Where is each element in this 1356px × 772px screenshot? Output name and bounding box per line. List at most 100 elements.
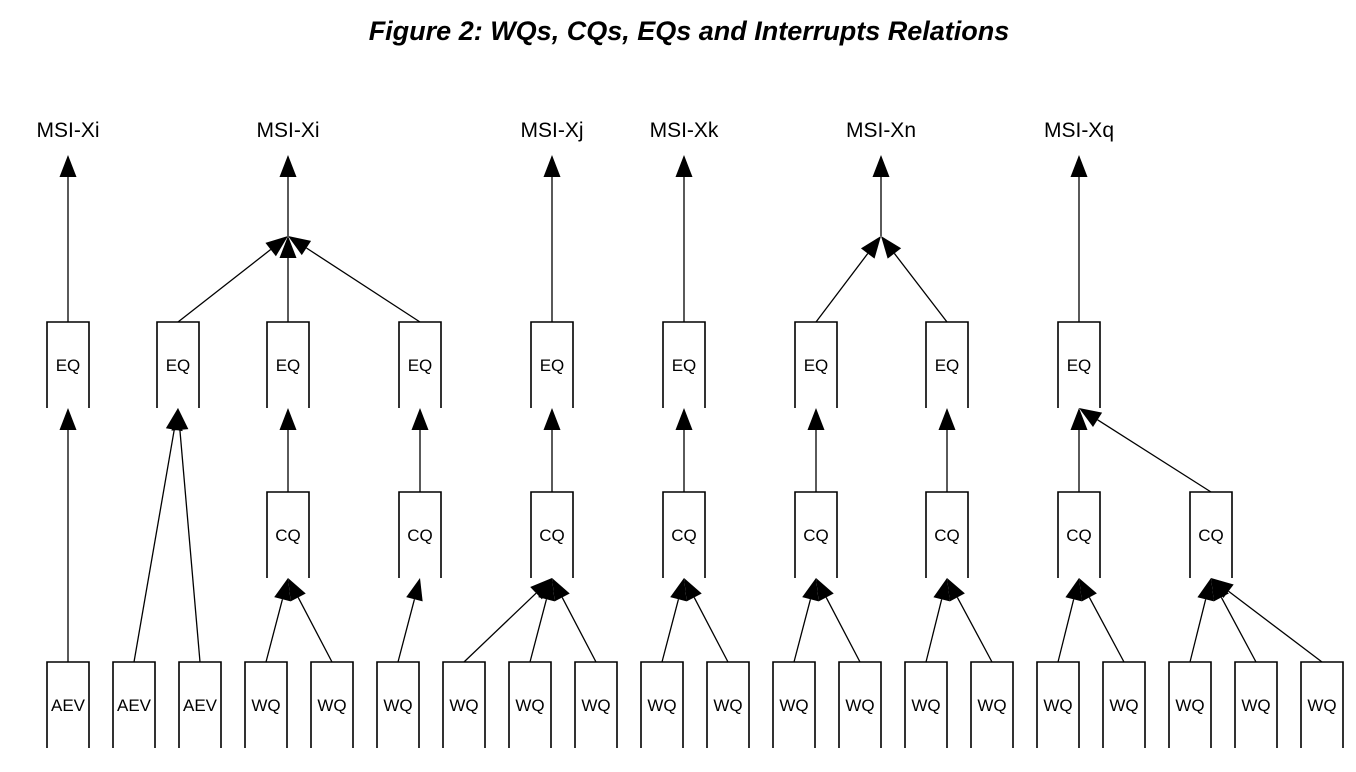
interrupt-i2: MSI-Xj	[521, 119, 584, 142]
cq-to-eq-c6-head	[1070, 408, 1088, 430]
source-s0-label: AEV	[51, 696, 86, 715]
cq-c1-label: CQ	[407, 526, 433, 545]
source-to-queue-s12-head	[816, 578, 834, 602]
source-to-queue-s10-line	[693, 597, 729, 663]
source-to-queue-s3-head	[274, 578, 291, 602]
interrupt-i4: MSI-Xn	[846, 119, 916, 142]
source-to-queue-s11-line	[793, 599, 812, 663]
source-to-queue-s19-head	[1211, 578, 1234, 599]
eq-to-interrupt-e1-head	[265, 236, 288, 257]
eq-to-interrupt-e3-line	[306, 247, 421, 323]
source-to-queue-s5-line	[397, 599, 416, 663]
source-to-queue-s5-head	[406, 578, 423, 602]
interrupt-i0: MSI-Xi	[37, 119, 100, 142]
source-to-queue-s13-line	[925, 599, 943, 663]
source-to-queue-s18-line	[1220, 597, 1257, 663]
source-to-queue-s6-head	[530, 578, 552, 600]
source-s10-label: WQ	[713, 696, 742, 715]
source-to-queue-s16-head	[1079, 578, 1097, 602]
source-s9-label: WQ	[647, 696, 676, 715]
eq-to-interrupt-e2-head	[279, 236, 297, 258]
eq-to-interrupt-e6-line	[815, 253, 869, 323]
source-to-queue-s19-line	[1228, 590, 1323, 663]
source-to-queue-s1-line	[133, 429, 175, 663]
source-s1-label: AEV	[117, 696, 152, 715]
source-to-queue-s0-head	[59, 408, 77, 430]
eq-to-interrupt-e7-line	[893, 253, 948, 323]
source-to-queue-s15-line	[1057, 599, 1075, 663]
eq-to-interrupt-e3-head	[288, 236, 312, 256]
source-to-queue-s2-head	[171, 408, 189, 431]
cq-to-eq-c4-head	[807, 408, 825, 430]
cq-c3-label: CQ	[671, 526, 697, 545]
source-s7-label: WQ	[515, 696, 544, 715]
source-s4-label: WQ	[317, 696, 346, 715]
source-to-queue-s7-line	[529, 599, 548, 663]
cq-c4-label: CQ	[803, 526, 829, 545]
source-to-queue-s4-head	[288, 578, 306, 602]
source-s17-label: WQ	[1175, 696, 1204, 715]
source-s18-label: WQ	[1241, 696, 1270, 715]
cq-c0-label: CQ	[275, 526, 301, 545]
source-s5-label: WQ	[383, 696, 412, 715]
source-to-queue-s8-line	[561, 597, 597, 663]
source-to-queue-s6-line	[463, 592, 537, 663]
source-to-queue-s17-head	[1197, 578, 1214, 602]
source-to-queue-s15-head	[1065, 578, 1082, 602]
source-to-queue-s7-head	[538, 578, 555, 602]
cq-to-eq-c1-head	[411, 408, 429, 430]
source-to-queue-s16-line	[1088, 597, 1125, 663]
eq-e6-label: EQ	[804, 356, 829, 375]
cq-to-eq-c2-head	[543, 408, 561, 430]
source-s15-label: WQ	[1043, 696, 1072, 715]
eq-to-interrupt-e1-line	[177, 249, 272, 323]
eq-e2-label: EQ	[276, 356, 301, 375]
source-s2-label: AEV	[183, 696, 218, 715]
source-s3-label: WQ	[251, 696, 280, 715]
source-to-queue-s3-line	[265, 599, 284, 663]
eq-e8-label: EQ	[1067, 356, 1092, 375]
eq-e3-label: EQ	[408, 356, 433, 375]
eq-e1-label: EQ	[166, 356, 191, 375]
eq-e0-label: EQ	[56, 356, 81, 375]
source-to-queue-s17-line	[1189, 599, 1207, 663]
eq-to-interrupt-e8-head	[1070, 155, 1088, 177]
cq-c6-label: CQ	[1066, 526, 1092, 545]
interrupt-i3: MSI-Xk	[650, 119, 719, 142]
cq-c2-label: CQ	[539, 526, 565, 545]
source-s12-label: WQ	[845, 696, 874, 715]
eq-to-interrupt-e6-head	[860, 236, 881, 259]
source-s14-label: WQ	[977, 696, 1006, 715]
source-s13-label: WQ	[911, 696, 940, 715]
cq-c5-label: CQ	[934, 526, 960, 545]
source-to-queue-s2-line	[179, 429, 201, 663]
source-to-queue-s9-line	[661, 599, 680, 663]
source-to-queue-s8-head	[552, 578, 570, 602]
cq-to-eq-c3-head	[675, 408, 693, 430]
cq-to-eq-c0-head	[279, 408, 297, 430]
cq-to-eq-c7-line	[1097, 419, 1212, 493]
eq-to-interrupt-e5-head	[675, 155, 693, 177]
source-s11-label: WQ	[779, 696, 808, 715]
cq-to-eq-c5-head	[938, 408, 956, 430]
eq-e7-label: EQ	[935, 356, 960, 375]
eq-to-interrupt-e4-head	[543, 155, 561, 177]
source-to-queue-s14-line	[956, 597, 993, 663]
merge-to-interrupt-i4-head	[872, 155, 890, 177]
interrupt-i1: MSI-Xi	[257, 119, 320, 142]
source-s6-label: WQ	[449, 696, 478, 715]
source-s19-label: WQ	[1307, 696, 1336, 715]
source-to-queue-s11-head	[802, 578, 819, 602]
source-to-queue-s14-head	[947, 578, 965, 602]
eq-e5-label: EQ	[672, 356, 697, 375]
source-to-queue-s4-line	[297, 597, 333, 663]
source-to-queue-s9-head	[670, 578, 687, 602]
source-s8-label: WQ	[581, 696, 610, 715]
interrupt-i5: MSI-Xq	[1044, 119, 1114, 142]
cq-c7-label: CQ	[1198, 526, 1224, 545]
eq-to-interrupt-e0-head	[59, 155, 77, 177]
source-s16-label: WQ	[1109, 696, 1138, 715]
source-to-queue-s12-line	[825, 597, 861, 663]
